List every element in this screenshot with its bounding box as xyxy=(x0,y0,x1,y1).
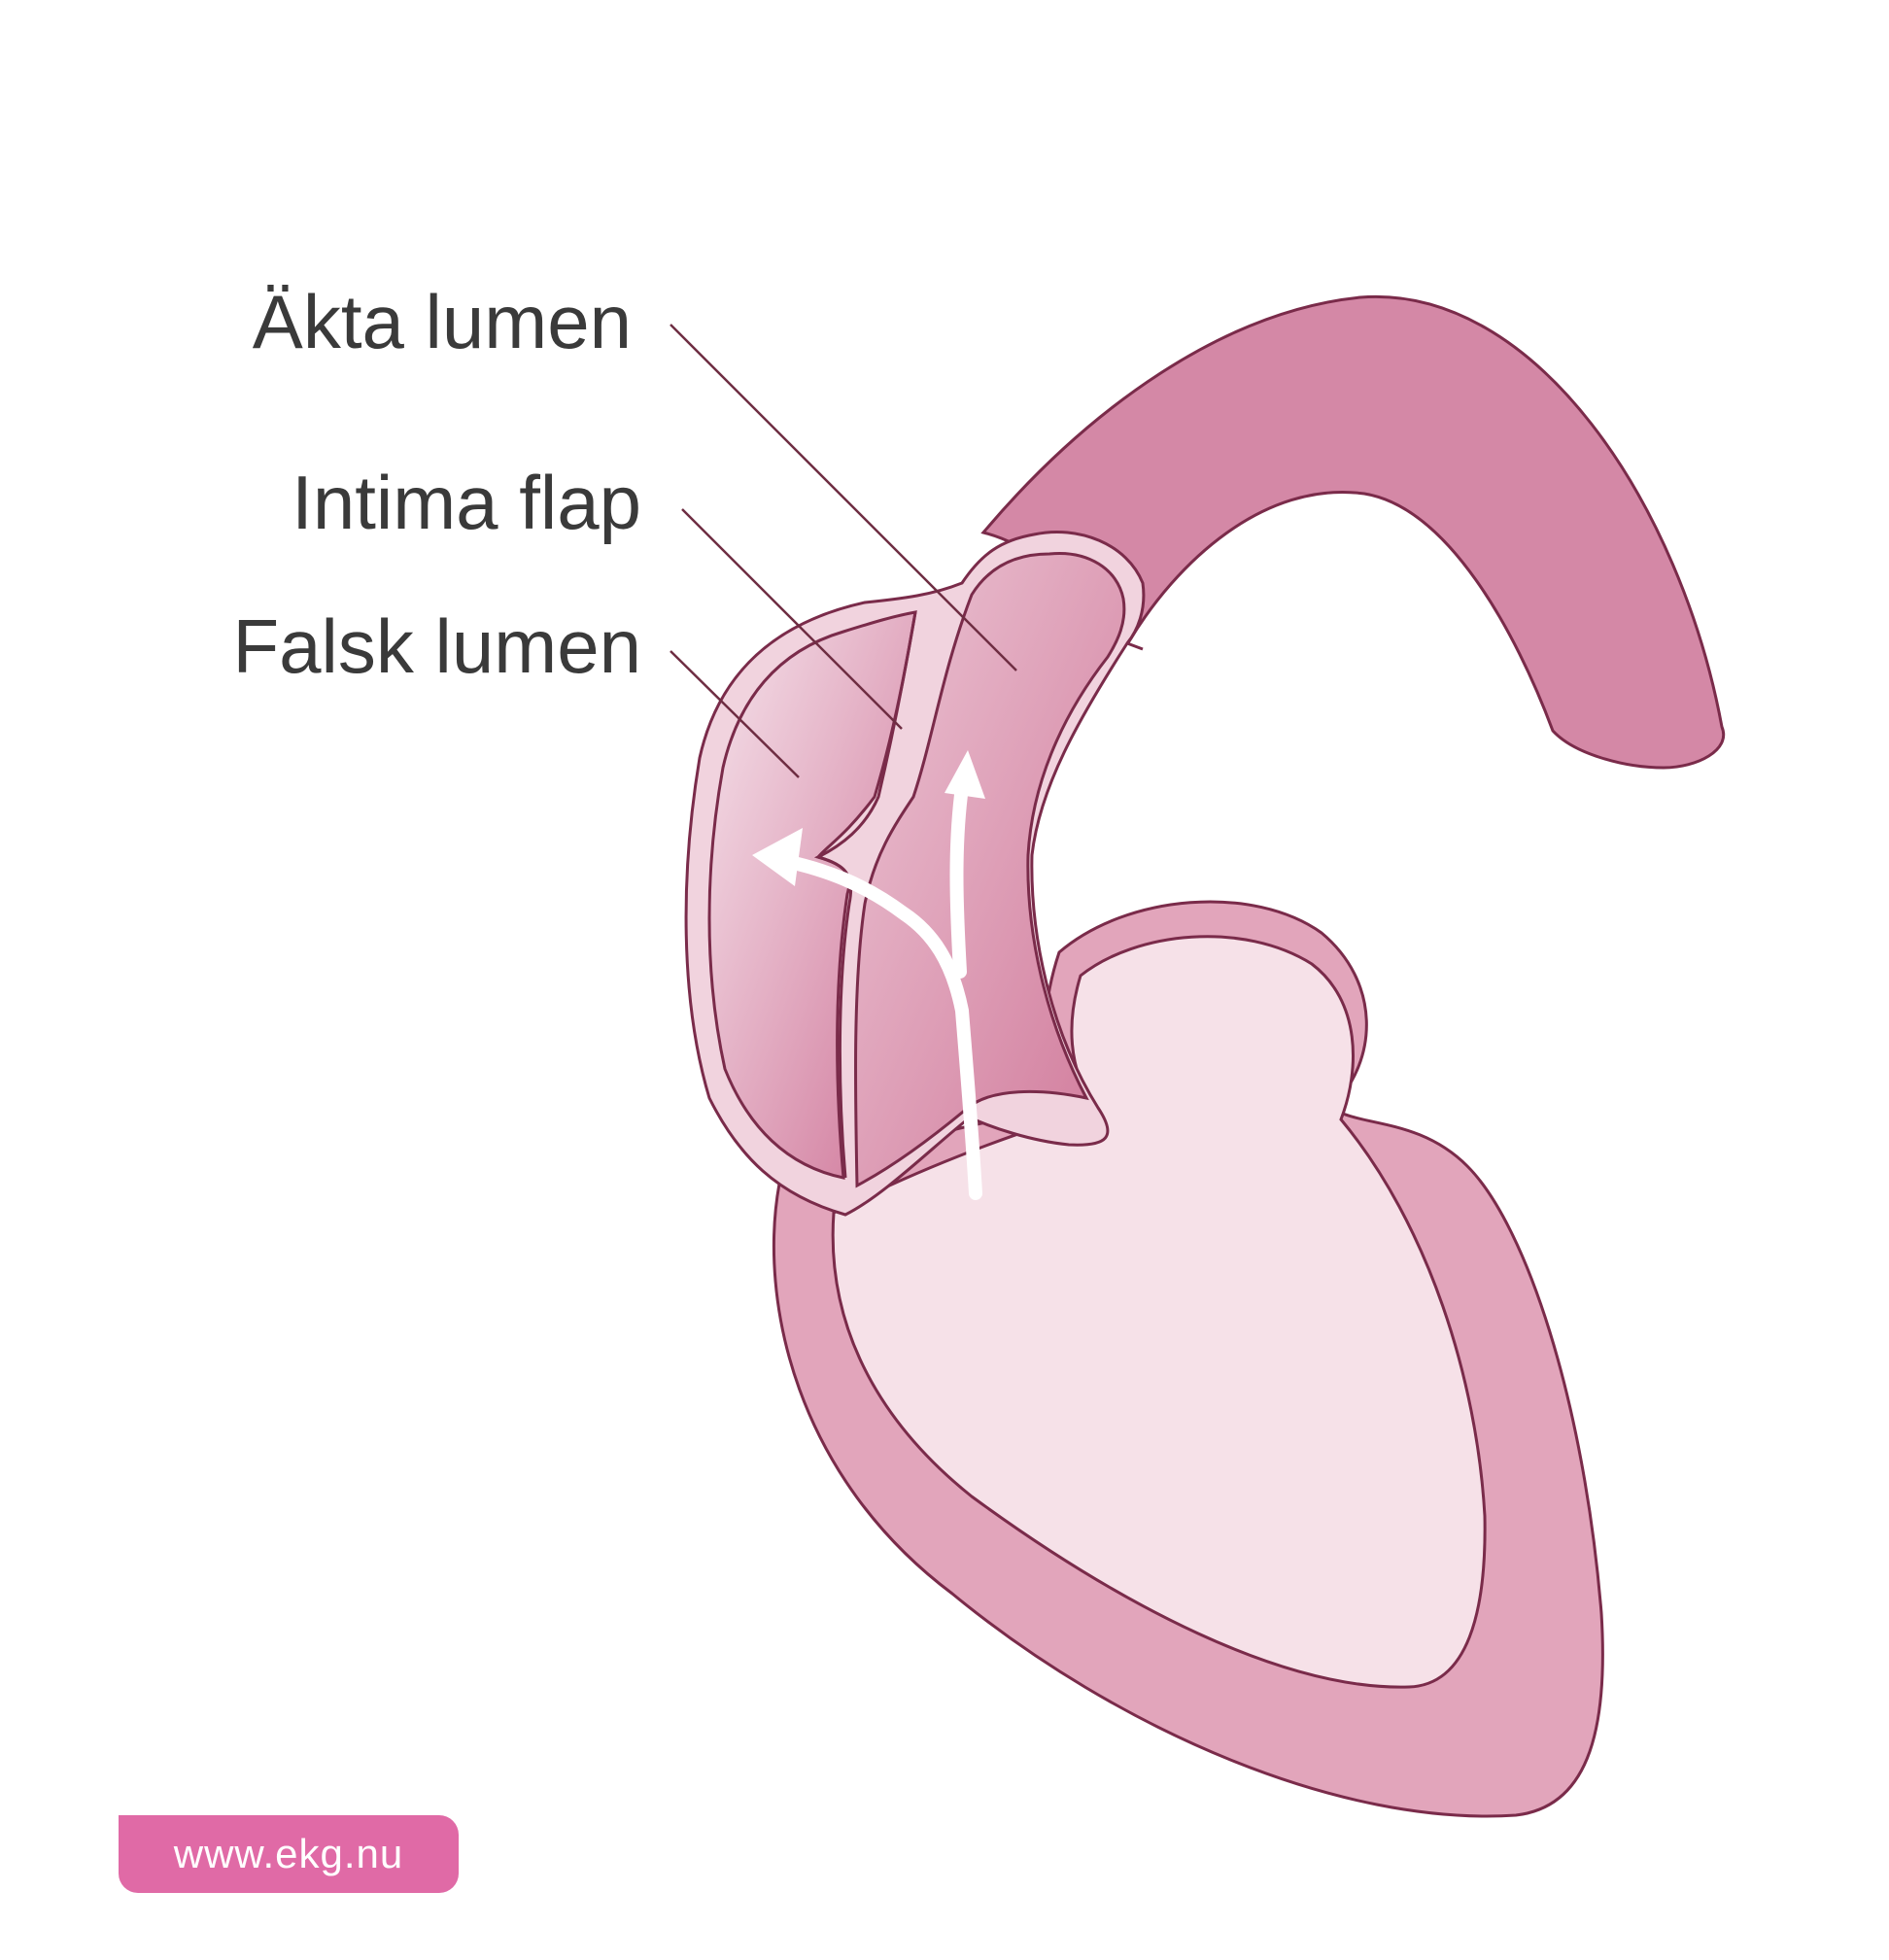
true-lumen xyxy=(853,551,1126,1188)
leader-line-false-lumen xyxy=(670,650,800,778)
curved-arrow-icon xyxy=(752,750,985,1200)
label-true-lumen: Äkta lumen xyxy=(252,279,632,364)
false-lumen xyxy=(707,610,917,1180)
aortic-arch xyxy=(980,294,1726,770)
leader-line-true-lumen xyxy=(670,324,1017,671)
watermark-text: www.ekg.nu xyxy=(173,1831,404,1876)
heart-cavity xyxy=(831,935,1487,1689)
leader-line-intima-flap xyxy=(681,508,903,730)
label-intima-flap: Intima flap xyxy=(292,460,641,545)
arch-boundary-line xyxy=(1126,641,1144,651)
label-false-lumen: Falsk lumen xyxy=(232,603,641,689)
watermark-badge: www.ekg.nu xyxy=(119,1815,459,1893)
intima-flap xyxy=(813,611,917,1179)
